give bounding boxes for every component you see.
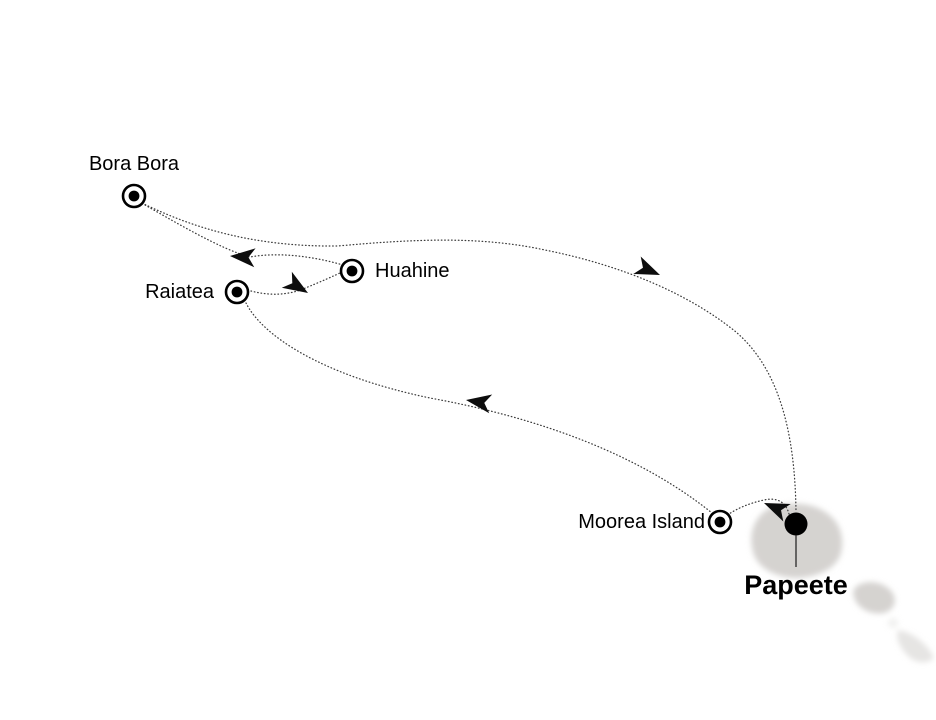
port-label-moorea: Moorea Island <box>578 511 705 533</box>
route-leg-moorea-to-raiatea <box>245 302 713 514</box>
port-markers-group <box>121 183 808 567</box>
arrowhead-toward-raiatea-icon <box>466 394 493 414</box>
arrowhead-toward-papeete-icon <box>633 256 660 275</box>
port-marker-moorea <box>707 509 733 535</box>
port-marker-huahine <box>339 258 365 284</box>
island-silhouette-corner <box>897 630 934 663</box>
island-silhouette-large <box>751 503 843 578</box>
port-label-borabora: Bora Bora <box>88 153 180 175</box>
port-label-papeete: Papeete <box>744 570 848 600</box>
route-arrows-group <box>230 248 791 522</box>
island-silhouette-speck <box>888 618 898 628</box>
port-marker-raiatea <box>224 279 250 305</box>
route-leg-borabora-to-papeete <box>135 199 797 513</box>
arrowhead-toward-huahine-icon <box>281 271 308 293</box>
port-label-raiatea: Raiatea <box>145 281 214 303</box>
route-leg-raiatea-to-huahine <box>250 270 345 295</box>
route-lines-group <box>135 199 797 515</box>
arrowhead-toward-moorea-icon <box>764 503 791 522</box>
island-silhouette-group <box>751 503 934 663</box>
port-marker-borabora <box>121 183 147 209</box>
arrowhead-toward-borabora-icon <box>230 248 256 268</box>
island-silhouette-small <box>853 582 895 614</box>
port-marker-papeete <box>784 512 808 567</box>
port-label-huahine: Huahine <box>375 260 450 282</box>
